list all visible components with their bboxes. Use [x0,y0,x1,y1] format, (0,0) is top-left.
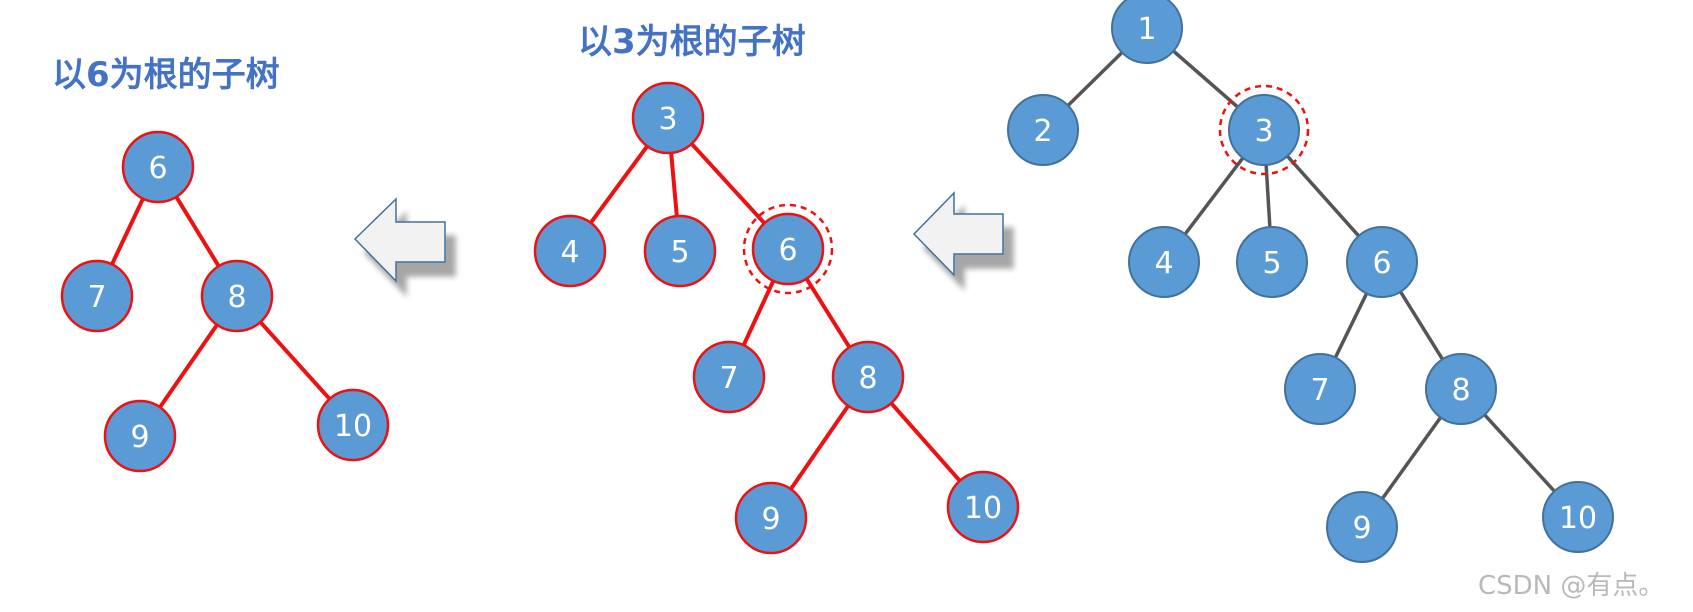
tree-node-label: 6 [778,233,797,268]
tree-edge [741,279,776,347]
tree-edge [1066,51,1124,107]
tree-edge [789,404,850,491]
tree-edge [174,195,221,268]
tree-node-label: 3 [1254,114,1273,149]
tree-node-circle [1346,226,1418,298]
subtree-root-marker [742,203,834,295]
tree-node-label: 7 [719,361,738,396]
tree-edge [258,320,332,401]
tree-node-label: 5 [670,235,689,270]
tree-node-label: 8 [227,280,246,315]
tree-node-circle [103,399,177,473]
tree-edge [1286,154,1360,238]
tree-node-circle [751,212,825,286]
tree-node-circle [734,481,808,555]
tree-edge [889,401,962,483]
tree-node-circle [692,340,766,414]
tree-node-circle [1111,0,1183,64]
tree-edge [110,197,145,266]
title-subtree-3: 以3为根的子树 [578,22,806,62]
tree-node-circle [631,81,705,155]
tree-edge [1264,164,1272,228]
tree-node-label: 4 [1154,246,1173,281]
tree-node-label: 4 [560,235,579,270]
tree-node-circle [1128,226,1200,298]
tree-node-circle [1326,491,1398,563]
subtree-root-marker [1218,84,1310,176]
title-subtree-6: 以6为根的子树 [52,55,280,95]
tree-node-circle [60,259,134,333]
tree-node-circle [946,470,1020,544]
tree-node-circle [1542,481,1614,553]
tree-node-circle [831,340,905,414]
tree-node-label: 8 [1451,373,1470,408]
tree-edge [1183,156,1245,236]
tree-node-label: 5 [1262,246,1281,281]
tree-node-label: 9 [130,420,149,455]
tree-edge [1380,416,1443,500]
tree-node-circle [643,214,717,288]
tree-node-circle [1425,353,1497,425]
tree-node-circle [316,388,390,462]
tree-edge [1333,292,1369,359]
tree-edge [589,144,649,225]
tree-node-label: 9 [761,502,780,537]
subtree-3: 3 4 5 6 7 8 9 10 [533,81,1020,555]
tree-node-label: 1 [1137,12,1156,47]
csdn-watermark: CSDN @有点。 [1478,571,1664,601]
tree-node-label: 10 [334,409,372,444]
tree-edge [1483,413,1556,493]
tree-edge [669,152,679,217]
tree-edge [158,323,219,409]
tree-node-circle [121,130,195,204]
tree-node-circle [1284,353,1356,425]
tree-node-label: 6 [1372,246,1391,281]
tree-edge [1172,49,1239,109]
tree-edge [804,277,852,349]
arrow-left-icon [912,191,1004,277]
subtree-6: 6 7 8 9 10 [60,130,390,473]
tree-node-label: 3 [658,102,677,137]
tree-node-circle [1228,94,1300,166]
tree-node-label: 6 [148,151,167,186]
arrow-left-icon [353,197,446,283]
tree-node-label: 9 [1352,511,1371,546]
tree-node-label: 10 [1559,501,1597,536]
tree-edge [1399,290,1444,361]
tree-node-label: 8 [858,361,877,396]
tree-node-label: 2 [1033,114,1052,149]
tree-node-label: 7 [87,280,106,315]
tree-node-circle [533,214,607,288]
tree-edge [690,142,766,225]
tree-node-circle [1007,94,1079,166]
tree-node-circle [200,259,274,333]
tree-node-label: 10 [964,491,1002,526]
tree-node-circle [1236,226,1308,298]
tree-node-label: 7 [1310,373,1329,408]
full-tree: 1 2 3 4 5 6 7 8 9 10 [1007,0,1614,563]
